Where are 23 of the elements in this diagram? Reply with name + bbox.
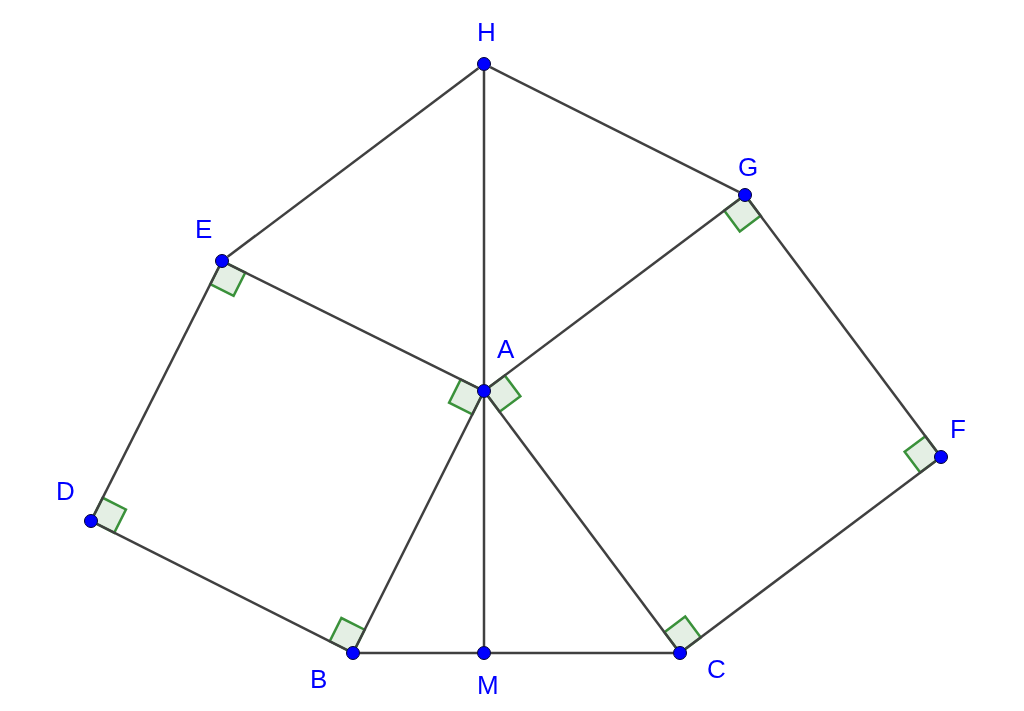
line-segment: [360, 651, 477, 655]
point-label: C: [707, 656, 726, 682]
line-segment: [482, 71, 486, 384]
line-segment: [93, 266, 220, 516]
point-label: H: [477, 19, 496, 45]
point-label: M: [477, 672, 499, 698]
line-segment: [227, 263, 479, 389]
line-segment: [489, 66, 740, 193]
point-label: A: [497, 336, 515, 362]
line-segment: [684, 460, 937, 650]
point-label: F: [950, 416, 966, 442]
point-label: E: [195, 216, 213, 242]
line-segment: [355, 396, 482, 648]
point-label: D: [56, 478, 75, 504]
point-label: B: [310, 666, 328, 692]
line-segment: [748, 199, 938, 453]
line-segment: [226, 67, 480, 258]
line-segment: [491, 651, 673, 655]
point-label: G: [738, 154, 759, 180]
line-segment: [96, 523, 348, 651]
line-segment: [488, 198, 741, 388]
line-segment: [482, 398, 486, 646]
line-segment: [487, 395, 677, 649]
